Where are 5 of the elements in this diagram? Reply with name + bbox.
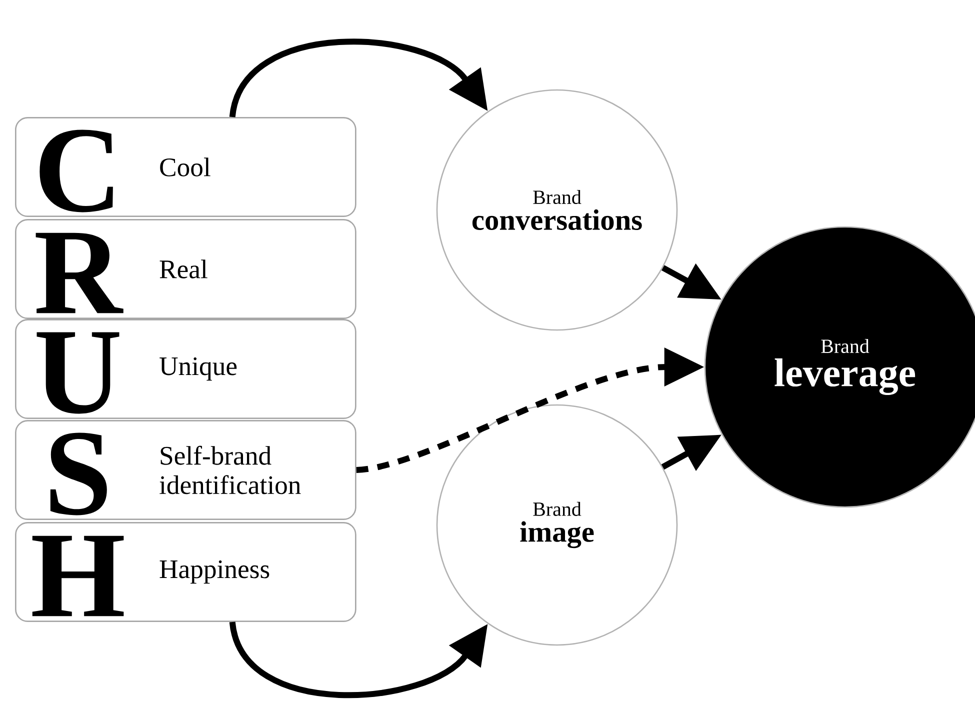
initial-letter: H <box>32 536 124 616</box>
initial-letter: C <box>40 130 113 212</box>
initial-letter: R <box>36 232 124 314</box>
initial-letter: S <box>50 432 107 516</box>
initial-letter: U <box>36 332 120 414</box>
